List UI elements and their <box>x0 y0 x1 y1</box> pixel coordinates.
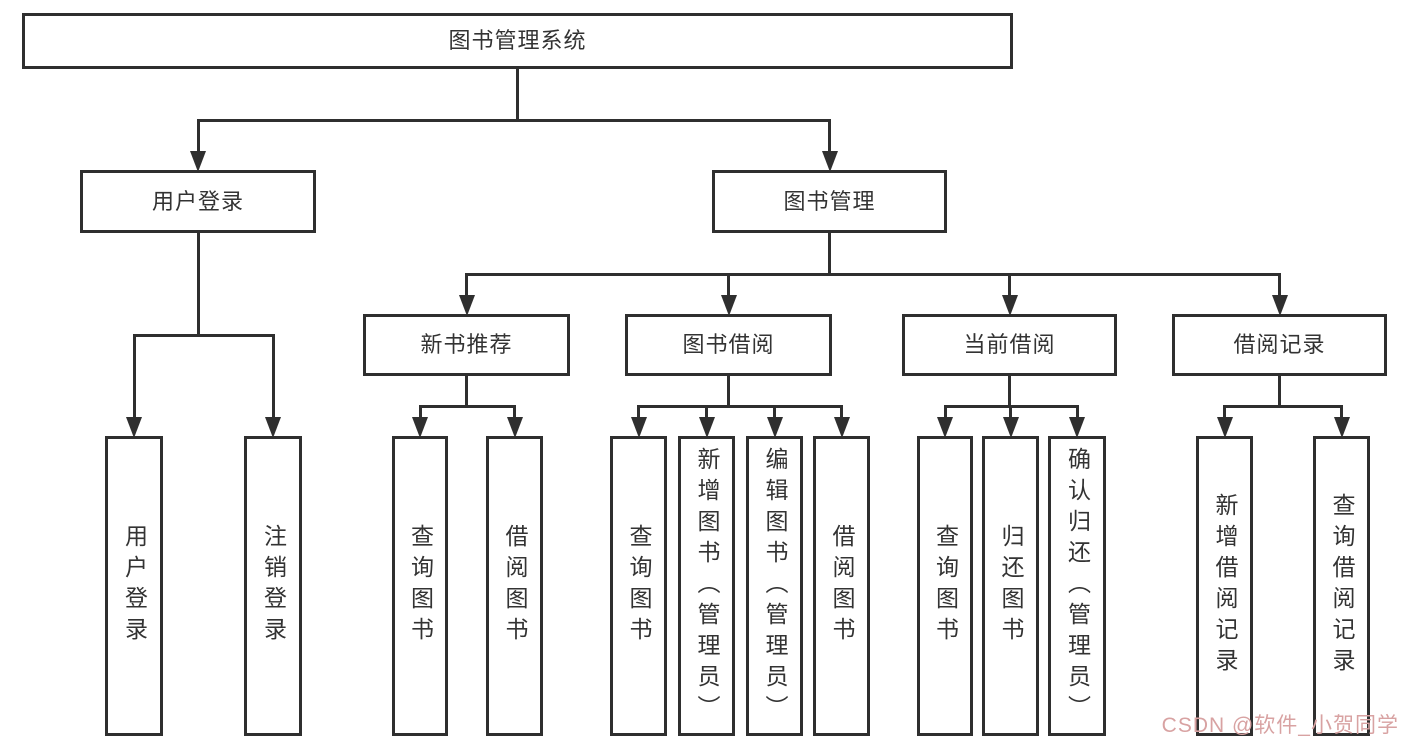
node-label: 注销登录 <box>260 524 287 648</box>
node-label: 借阅图书 <box>502 524 528 648</box>
node-label: 借阅图书 <box>829 524 855 648</box>
node-return-book: 归还图书 <box>982 436 1039 736</box>
node-label: 查询图书 <box>626 524 652 648</box>
node-label: 查询图书 <box>932 524 959 648</box>
arrowhead-icon <box>937 417 953 438</box>
node-borrow-book-1: 借阅图书 <box>486 436 543 736</box>
arrowhead-icon <box>1216 417 1233 438</box>
node-book-borrow: 图书借阅 <box>625 314 832 376</box>
arrowhead-icon <box>265 417 281 438</box>
connector-line <box>513 406 516 419</box>
node-query-book-3: 查询图书 <box>917 436 973 736</box>
connector-line <box>1008 274 1011 297</box>
node-edit-book: 编辑图书（管理员） <box>746 436 803 736</box>
connector-line <box>271 335 275 419</box>
node-label: 新增图书（管理员） <box>694 446 720 726</box>
connector-line <box>465 376 468 406</box>
arrowhead-icon <box>720 295 737 316</box>
node-label: 当前借阅 <box>963 332 1056 357</box>
node-label: 借阅记录 <box>1233 332 1326 357</box>
arrowhead-icon <box>412 417 428 438</box>
connector-line <box>840 406 843 419</box>
arrowhead-icon <box>698 417 715 438</box>
connector-line <box>773 406 776 419</box>
arrowhead-icon <box>821 151 838 172</box>
node-logout-leaf: 注销登录 <box>244 436 302 736</box>
connector-line <box>705 406 708 419</box>
node-label: 归还图书 <box>998 524 1024 648</box>
node-user-login: 用户登录 <box>80 170 316 233</box>
connector-line <box>1278 274 1281 297</box>
node-label: 新书推荐 <box>420 332 513 357</box>
connector-line <box>418 404 516 408</box>
node-query-book-2: 查询图书 <box>610 436 667 736</box>
arrowhead-icon <box>458 295 475 316</box>
connector-line <box>1223 406 1226 419</box>
node-label: 用户登录 <box>151 188 244 214</box>
arrowhead-icon <box>833 417 850 438</box>
connector-line <box>516 69 519 120</box>
connector-line <box>828 233 831 274</box>
connector-line <box>1008 376 1011 406</box>
connector-line <box>132 333 275 337</box>
connector-line <box>1223 404 1343 408</box>
node-new-book-rec: 新书推荐 <box>363 314 570 376</box>
arrowhead-icon <box>190 151 206 172</box>
arrowhead-icon <box>1069 417 1085 438</box>
node-root: 图书管理系统 <box>22 13 1013 69</box>
connector-line <box>727 376 730 406</box>
node-current-borrow: 当前借阅 <box>902 314 1117 376</box>
connector-line <box>727 274 730 297</box>
node-confirm-return: 确认归还（管理员） <box>1048 436 1106 736</box>
connector-line <box>196 233 200 335</box>
connector-line <box>196 120 200 153</box>
node-label: 新增借阅记录 <box>1212 493 1238 679</box>
connector-line <box>465 274 468 297</box>
arrowhead-icon <box>1271 295 1288 316</box>
node-label: 查询借阅记录 <box>1329 493 1355 679</box>
node-label: 确认归还（管理员） <box>1064 446 1091 726</box>
node-borrow-book-2: 借阅图书 <box>813 436 870 736</box>
node-label: 图书管理系统 <box>448 28 587 53</box>
arrowhead-icon <box>1001 295 1018 316</box>
watermark-text: CSDN @软件_小贺同学 <box>1161 714 1399 737</box>
arrowhead-icon <box>506 417 523 438</box>
node-label: 图书管理 <box>783 188 876 214</box>
connector-line <box>196 118 831 122</box>
connector-line <box>1278 376 1281 406</box>
connector-line <box>637 404 843 408</box>
connector-line <box>943 406 947 419</box>
arrowhead-icon <box>1002 417 1019 438</box>
connector-line <box>828 120 831 153</box>
arrowhead-icon <box>126 417 142 438</box>
node-label: 图书借阅 <box>682 332 775 357</box>
connector-line <box>637 406 640 419</box>
connector-line <box>418 406 422 419</box>
connector-line <box>132 335 136 419</box>
node-borrow-records: 借阅记录 <box>1172 314 1387 376</box>
arrowhead-icon <box>630 417 647 438</box>
node-query-borrow-record: 查询借阅记录 <box>1313 436 1370 736</box>
node-book-mgmt: 图书管理 <box>712 170 947 233</box>
connector-line <box>1340 406 1343 419</box>
node-user-login-leaf: 用户登录 <box>105 436 163 736</box>
connector-line <box>1009 406 1012 419</box>
node-query-book-1: 查询图书 <box>392 436 448 736</box>
arrowhead-icon <box>1333 417 1350 438</box>
node-label: 编辑图书（管理员） <box>762 446 788 726</box>
node-label: 用户登录 <box>121 524 148 648</box>
node-add-book: 新增图书（管理员） <box>678 436 735 736</box>
node-add-borrow-record: 新增借阅记录 <box>1196 436 1253 736</box>
node-label: 查询图书 <box>407 524 434 648</box>
arrowhead-icon <box>766 417 783 438</box>
connector-line <box>465 272 1281 276</box>
connector-line <box>1075 406 1079 419</box>
